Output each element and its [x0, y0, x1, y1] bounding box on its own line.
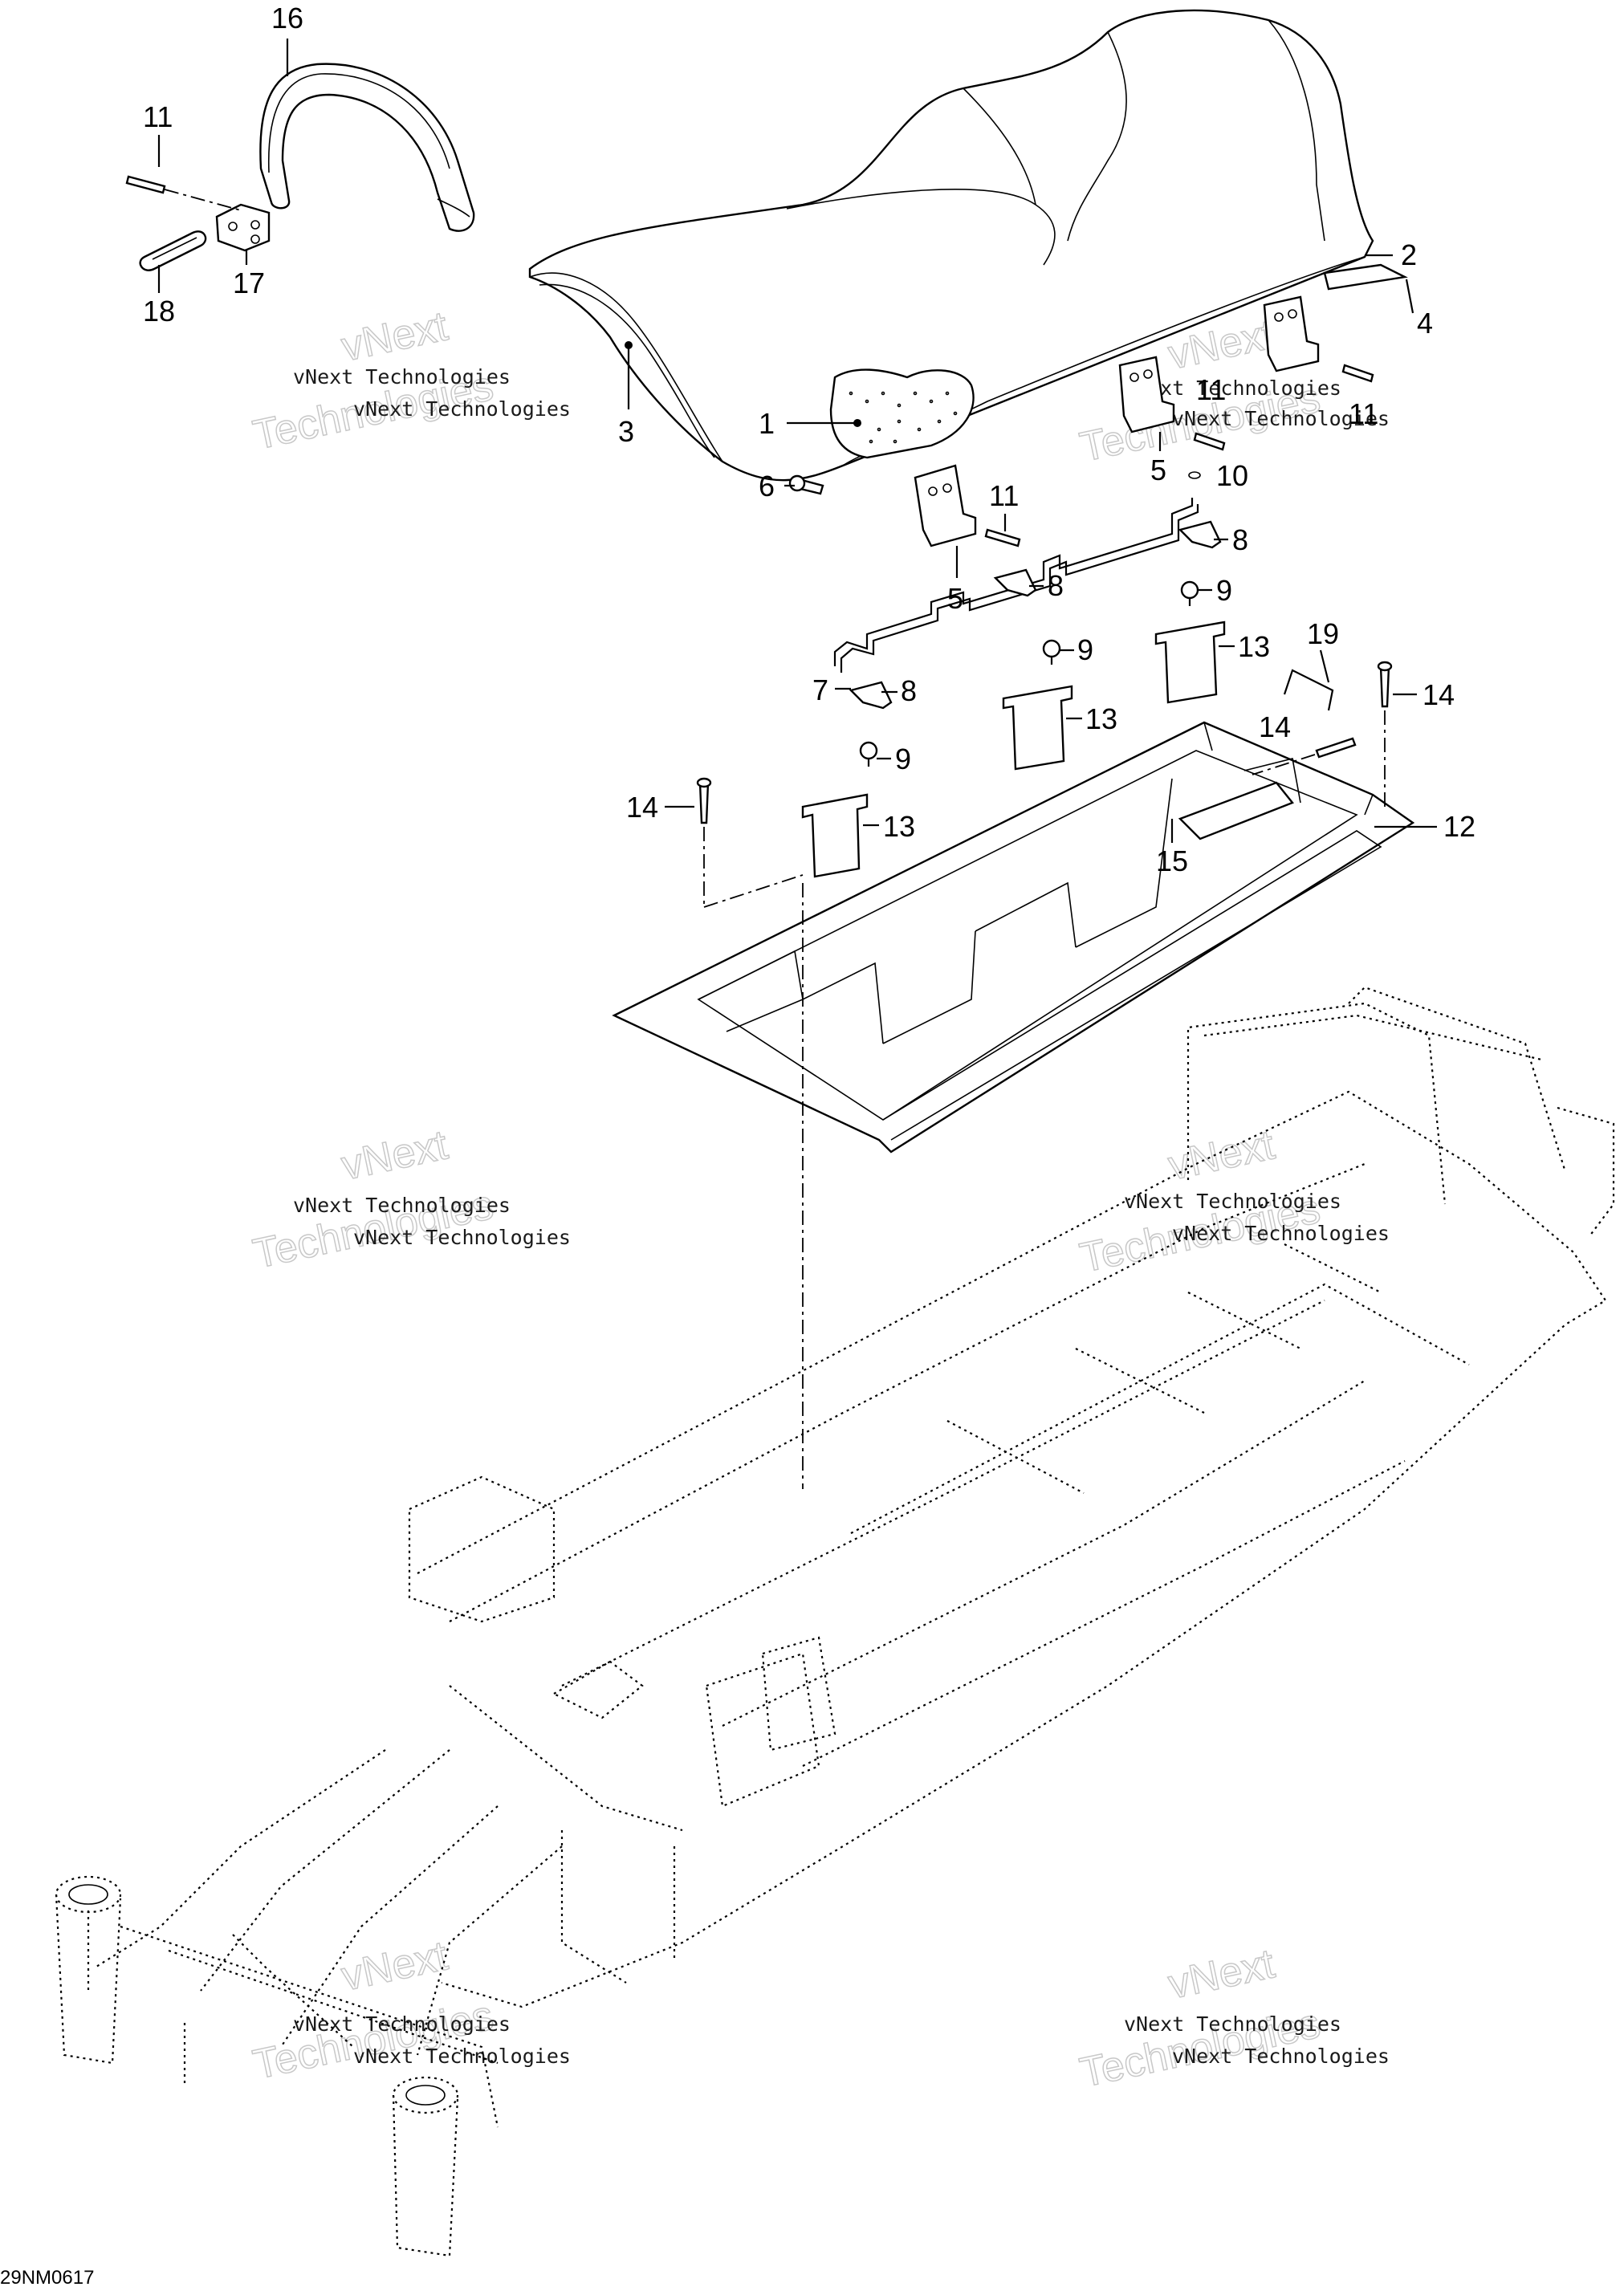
wire-19 — [1283, 669, 1334, 711]
leader-4 — [1405, 279, 1414, 314]
watermark-tag1: vNext — [1164, 1121, 1279, 1189]
watermark-line2: vNext Technologies — [1172, 407, 1390, 430]
watermark-top-left: vNext Technologies vNext Technologies vN… — [249, 303, 571, 460]
clip-8-c — [1178, 520, 1222, 549]
watermark-line2: vNext Technologies — [1172, 1222, 1390, 1245]
watermark-group: vNext Technologies vNext Technologies vN… — [249, 303, 1390, 2098]
callout-17: 17 — [233, 267, 265, 299]
watermark-line2: vNext Technologies — [353, 2045, 571, 2068]
clip-13-b — [1002, 685, 1073, 771]
callout-16: 16 — [271, 2, 303, 35]
rivet-14-a — [696, 777, 712, 824]
dot-3 — [625, 341, 633, 349]
watermark-tag1: vNext — [1164, 1940, 1279, 2008]
leader-lines — [157, 39, 1437, 1489]
callout-5-center: 5 — [1150, 454, 1166, 486]
callout-labels: 1 2 3 4 5 5 6 7 8 8 8 9 9 9 10 11 11 11 … — [143, 2, 1475, 877]
watermark-tag1: vNext — [337, 1121, 452, 1189]
callout-18: 18 — [143, 295, 175, 328]
grab-strap — [259, 63, 475, 232]
leader-19 — [1319, 649, 1330, 683]
callout-19: 19 — [1307, 617, 1339, 650]
callout-10: 10 — [1216, 459, 1248, 492]
screw-6 — [788, 474, 824, 495]
rivet-11-c — [1341, 364, 1374, 383]
clip-13-c — [1154, 621, 1226, 704]
callout-13-a: 13 — [883, 810, 915, 843]
clip-8-b — [993, 568, 1037, 597]
callout-6: 6 — [759, 470, 775, 503]
clip-13-a — [801, 793, 869, 878]
watermark-mid-left: vNext Technologies vNext Technologies vN… — [249, 1121, 571, 1279]
rivet-11-b — [1193, 432, 1226, 451]
callout-11-right: 11 — [1349, 397, 1378, 430]
snowmobile-frame — [55, 986, 1615, 2257]
callout-15: 15 — [1156, 844, 1188, 877]
washer-10 — [1188, 471, 1201, 479]
watermark-tag1: vNext — [337, 1932, 452, 2000]
callout-14-b: 14 — [1423, 678, 1455, 711]
screw-9-a — [859, 741, 878, 767]
hinge-right — [1263, 295, 1320, 372]
diagram-code: 29NM0617 — [0, 2267, 94, 2289]
hinge-left — [914, 464, 977, 547]
callout-2: 2 — [1401, 238, 1417, 271]
storage-tray — [612, 721, 1415, 1154]
callout-5-left: 5 — [947, 582, 963, 615]
callout-13-b: 13 — [1085, 702, 1117, 735]
watermark-line2: vNext Technologies — [353, 1226, 571, 1249]
watermark-line1: vNext Technologies — [293, 1194, 511, 1217]
callout-11-left: 11 — [989, 479, 1019, 512]
clip-8-a — [849, 681, 893, 710]
callout-8-c: 8 — [1232, 523, 1248, 556]
callout-11-strap: 11 — [143, 100, 173, 133]
screw-9-b — [1042, 639, 1061, 665]
strap-bracket — [215, 203, 271, 252]
watermark-line2: vNext Technologies — [353, 397, 571, 421]
align-14c — [1252, 754, 1316, 775]
callout-7: 7 — [812, 673, 828, 706]
callout-11-center: 11 — [1196, 373, 1226, 406]
watermark-line1: vNext Technologies — [293, 2012, 511, 2036]
callout-9-a: 9 — [895, 743, 911, 775]
rivet-14-c — [1315, 737, 1357, 759]
watermark-bottom-left: vNext Technologies vNext Technologies vN… — [249, 1932, 571, 2090]
callout-9-b: 9 — [1077, 633, 1093, 666]
watermark-line1: vNext Technologies — [293, 365, 511, 389]
watermark-tag1: vNext — [337, 303, 452, 370]
watermark-line1: vNext Technologies — [1124, 1190, 1341, 1213]
strap-clip — [139, 230, 207, 271]
watermark-bottom-right: vNext Technologies vNext Technologies vN… — [1076, 1940, 1390, 2098]
watermark-line2: vNext Technologies — [1172, 2045, 1390, 2068]
rivet — [125, 175, 242, 211]
callout-12: 12 — [1443, 810, 1475, 843]
callout-9-c: 9 — [1216, 574, 1232, 607]
callout-3: 3 — [618, 415, 634, 448]
dot-1 — [853, 419, 861, 427]
callout-14-a: 14 — [626, 791, 658, 824]
align-14a-tray — [703, 874, 804, 908]
rivet-11-a — [984, 528, 1021, 547]
callout-13-c: 13 — [1238, 630, 1270, 663]
hinge-center — [1118, 356, 1175, 433]
seat-assembly — [528, 9, 1408, 482]
callout-8-a: 8 — [901, 674, 917, 707]
screw-9-c — [1180, 580, 1199, 606]
callout-8-b: 8 — [1048, 569, 1064, 602]
callout-4: 4 — [1417, 307, 1433, 340]
rivet-14-b — [1377, 661, 1393, 708]
callout-14-c: 14 — [1259, 710, 1291, 743]
seat-rod — [833, 498, 1199, 673]
watermark-tag2: Technologies — [249, 1992, 497, 2089]
callout-1: 1 — [759, 407, 775, 440]
watermark-line1: vNext Technologies — [1124, 2012, 1341, 2036]
